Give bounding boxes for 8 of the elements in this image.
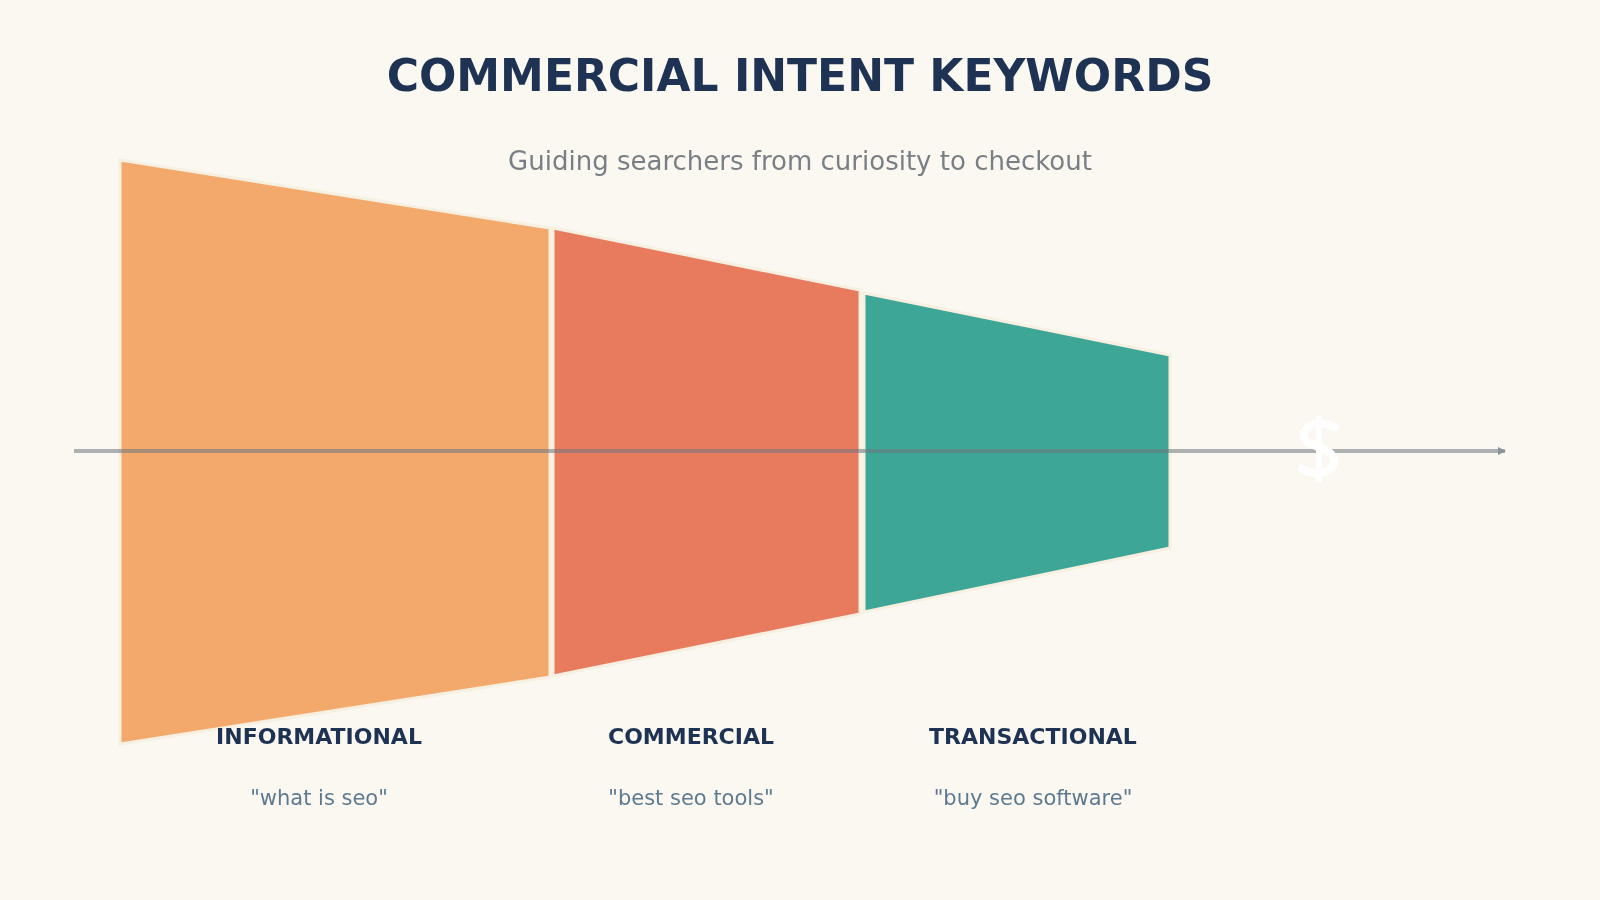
stage-heading: INFORMATIONAL <box>216 724 422 749</box>
example-query: "best seo tools" <box>608 786 774 810</box>
example-query: "what is seo" <box>250 786 388 810</box>
example-query: "buy seo software" <box>933 786 1133 810</box>
title: COMMERCIAL INTENT KEYWORDS <box>385 50 1215 101</box>
subtitle: Guiding searchers from curiosity to checkout <box>507 146 1093 176</box>
stage-heading: COMMERCIAL <box>608 724 774 749</box>
stage-heading: TRANSACTIONAL <box>929 724 1137 749</box>
